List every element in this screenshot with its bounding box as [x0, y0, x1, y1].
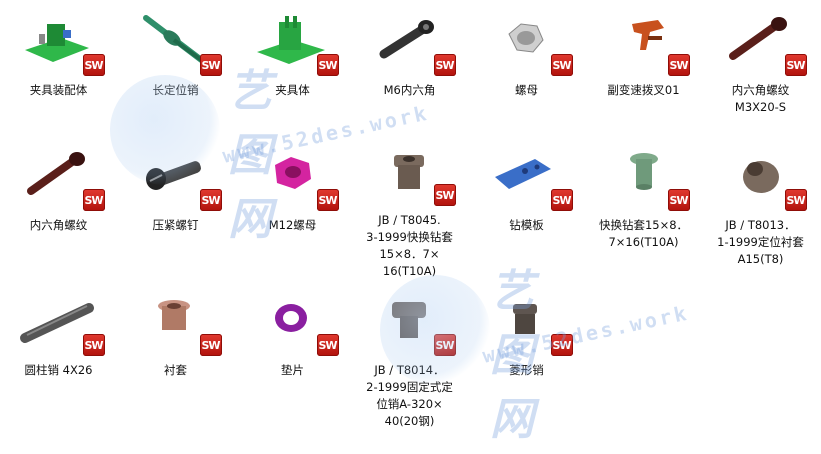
clamp-screw-icon — [145, 161, 201, 190]
solidworks-badge-icon: SW — [82, 54, 105, 76]
washer-icon — [274, 304, 307, 332]
file-name-label: 压紧螺钉 — [152, 218, 199, 232]
file-name-label: 副变速拨叉01 — [607, 83, 680, 97]
file-name-label: 夹具体 — [275, 83, 310, 97]
file-name-label: 内六角螺纹 — [29, 218, 88, 232]
file-name-label: 长定位销 — [152, 83, 199, 97]
file-name-label: M12螺母 — [268, 218, 317, 232]
file-item[interactable]: SW 垫片 — [234, 280, 351, 454]
solidworks-badge-icon: SW — [667, 189, 690, 211]
file-item[interactable]: SW JB / T8045. 3-1999快换钻套 15×8．7× 16(T10A… — [351, 135, 468, 280]
hex-nut-icon — [274, 157, 311, 189]
bushing-icon — [157, 300, 190, 330]
drill-bushing-icon — [393, 155, 424, 189]
solidworks-badge-icon: SW — [433, 334, 456, 356]
file-item[interactable]: SW 夹具装配体 — [0, 0, 117, 135]
nut-icon — [507, 23, 544, 53]
file-item[interactable]: SW 菱形销 — [468, 280, 585, 454]
hex-socket-screw-icon — [379, 20, 434, 59]
shift-fork-icon — [631, 20, 664, 50]
file-name-label: 衬套 — [164, 363, 187, 377]
solidworks-badge-icon: SW — [316, 189, 339, 211]
file-thumbnail[interactable]: SW — [11, 10, 107, 76]
file-item[interactable]: SW M12螺母 — [234, 135, 351, 280]
file-name-label: 夹具装配体 — [29, 83, 88, 97]
file-item[interactable]: SW 内六角螺纹 — [0, 135, 117, 280]
file-name-label: 垫片 — [281, 363, 304, 377]
solidworks-badge-icon: SW — [82, 189, 105, 211]
file-item[interactable]: SW M6内六角 — [351, 0, 468, 135]
file-thumbnail[interactable]: SW — [362, 145, 458, 206]
solidworks-badge-icon: SW — [199, 189, 222, 211]
file-item[interactable]: SW 快换钻套15×8． 7×16(T10A) — [585, 135, 702, 280]
solidworks-badge-icon: SW — [316, 54, 339, 76]
file-name-label: 菱形销 — [509, 363, 544, 377]
file-thumbnail[interactable]: SW — [11, 290, 107, 356]
solidworks-badge-icon: SW — [784, 189, 807, 211]
file-thumbnail[interactable]: SW — [479, 290, 575, 356]
file-thumbnail[interactable]: SW — [245, 10, 341, 76]
solidworks-badge-icon: SW — [199, 54, 222, 76]
solidworks-badge-icon: SW — [316, 334, 339, 356]
file-name-label: 快换钻套15×8． 7×16(T10A) — [598, 218, 689, 249]
file-item[interactable]: SW 衬套 — [117, 280, 234, 454]
fixed-locating-pin-icon — [391, 302, 426, 338]
file-thumbnail[interactable]: SW — [245, 145, 341, 211]
file-item[interactable]: SW 夹具体 — [234, 0, 351, 135]
file-item[interactable]: SW 圆柱销 4X26 — [0, 280, 117, 454]
fixture-assembly-icon — [24, 24, 89, 62]
file-name-label: 钻模板 — [509, 218, 544, 232]
diamond-pin-icon — [512, 304, 537, 334]
cylinder-pin-icon — [19, 303, 94, 343]
solidworks-badge-icon: SW — [433, 54, 456, 76]
socket-bolt-icon — [728, 17, 787, 60]
file-item[interactable]: SW JB / T8014． 2-1999固定式定 位销A-320× 40(20钢… — [351, 280, 468, 454]
solidworks-badge-icon: SW — [550, 334, 573, 356]
file-name-label: JB / T8014． 2-1999固定式定 位销A-320× 40(20钢) — [366, 363, 453, 428]
file-thumbnail[interactable]: SW — [128, 145, 224, 211]
file-item[interactable]: SW 螺母 — [468, 0, 585, 135]
solidworks-badge-icon: SW — [199, 334, 222, 356]
file-item[interactable]: SW 内六角螺纹 M3X20-S — [702, 0, 819, 135]
file-name-label: 圆柱销 4X26 — [24, 363, 93, 377]
fixture-body-icon — [256, 16, 325, 64]
file-thumbnail[interactable]: SW — [479, 10, 575, 76]
file-thumbnail[interactable]: SW — [479, 145, 575, 211]
file-thumbnail[interactable]: SW — [596, 145, 692, 211]
file-thumbnail[interactable]: SW — [11, 145, 107, 211]
socket-bolt-icon — [26, 152, 85, 195]
solidworks-badge-icon: SW — [82, 334, 105, 356]
file-item[interactable]: SW JB / T8013． 1-1999定位衬套 A15(T8) — [702, 135, 819, 280]
solidworks-badge-icon: SW — [550, 54, 573, 76]
drill-plate-icon — [494, 159, 551, 189]
solidworks-badge-icon: SW — [550, 189, 573, 211]
file-name-label: JB / T8013． 1-1999定位衬套 A15(T8) — [717, 218, 804, 266]
solidworks-badge-icon: SW — [433, 184, 456, 206]
file-name-label: 内六角螺纹 M3X20-S — [731, 83, 790, 114]
solidworks-badge-icon: SW — [784, 54, 807, 76]
quick-bushing-icon — [629, 153, 658, 190]
file-thumbnail[interactable]: SW — [128, 10, 224, 76]
locating-sleeve-icon — [742, 161, 779, 193]
file-name-label: JB / T8045. 3-1999快换钻套 15×8．7× 16(T10A) — [366, 213, 453, 278]
long-locating-pin-icon — [142, 15, 207, 65]
file-name-label: M6内六角 — [383, 83, 436, 97]
file-item[interactable]: SW 副变速拨叉01 — [585, 0, 702, 135]
file-thumbnail[interactable]: SW — [245, 290, 341, 356]
file-name-label: 螺母 — [515, 83, 538, 97]
file-item[interactable]: SW 钻模板 — [468, 135, 585, 280]
file-thumbnail[interactable]: SW — [713, 145, 809, 211]
file-thumbnail[interactable]: SW — [713, 10, 809, 76]
file-thumbnail[interactable]: SW — [362, 10, 458, 76]
solidworks-badge-icon: SW — [667, 54, 690, 76]
file-thumbnail[interactable]: SW — [362, 290, 458, 356]
file-thumbnail[interactable]: SW — [596, 10, 692, 76]
file-thumbnail[interactable]: SW — [128, 290, 224, 356]
